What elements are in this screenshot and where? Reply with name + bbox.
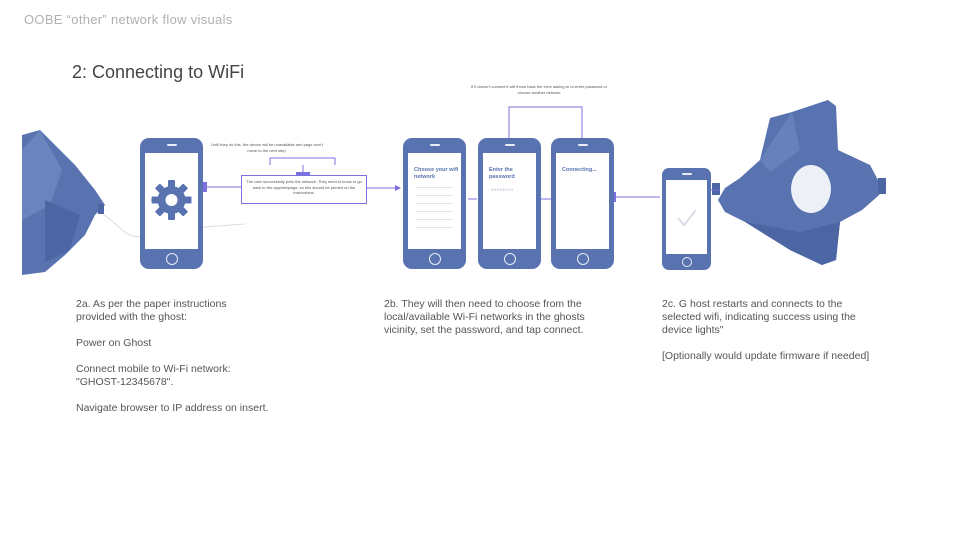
caption-2b-text: 2b. They will then need to choose from t… <box>384 298 585 336</box>
network-list-item[interactable] <box>416 203 453 204</box>
caption-step-2b: 2b. They will then need to choose from t… <box>384 298 604 350</box>
caption-2a-power: Power on Ghost <box>76 337 152 349</box>
caption-2c-optional: [Optionally would update firmware if nee… <box>662 350 870 362</box>
note-step-one-wait: Until they do this, the device will be u… <box>211 142 323 153</box>
network-list-item[interactable] <box>416 195 453 196</box>
network-list-item[interactable] <box>416 211 453 212</box>
caption-2a-navigate: Navigate browser to IP address on insert… <box>76 402 269 414</box>
ghost-device-right-icon <box>712 100 886 265</box>
doc-title: OOBE “other” network flow visuals <box>24 12 233 27</box>
phone-choose-network: Choose your wifi network <box>403 138 466 269</box>
ghost-device-left-icon <box>22 130 105 275</box>
phone-connecting: Connecting... <box>551 138 614 269</box>
phone-enter-password: Enter the password ******** <box>478 138 541 269</box>
choose-network-title: Choose your wifi network <box>414 167 459 180</box>
phone-instructions <box>140 138 203 269</box>
phone-success <box>662 168 711 270</box>
network-list-item[interactable] <box>416 187 453 188</box>
gear-icon <box>151 180 192 220</box>
caption-2a-intro: 2a. As per the paper instructions provid… <box>76 298 227 323</box>
connecting-title: Connecting... <box>562 167 597 173</box>
caption-step-2a: 2a. As per the paper instructions provid… <box>76 298 296 428</box>
password-field[interactable]: ******** <box>491 189 514 195</box>
slide-heading: 2: Connecting to WiFi <box>72 62 245 82</box>
caption-2a-connect: Connect mobile to Wi-Fi network: "GHOST-… <box>76 363 231 388</box>
note-step-one-box: The user successfully joins the network.… <box>241 175 367 204</box>
note-retry: If it doesn’t connect it will throw back… <box>470 84 608 95</box>
caption-step-2c: 2c. G host restarts and connects to the … <box>662 298 882 376</box>
password-title: Enter the password <box>489 167 515 180</box>
network-list-item[interactable] <box>416 227 453 228</box>
checkmark-icon <box>677 209 697 227</box>
network-list-item[interactable] <box>416 219 453 220</box>
caption-2c-text: 2c. G host restarts and connects to the … <box>662 298 856 336</box>
